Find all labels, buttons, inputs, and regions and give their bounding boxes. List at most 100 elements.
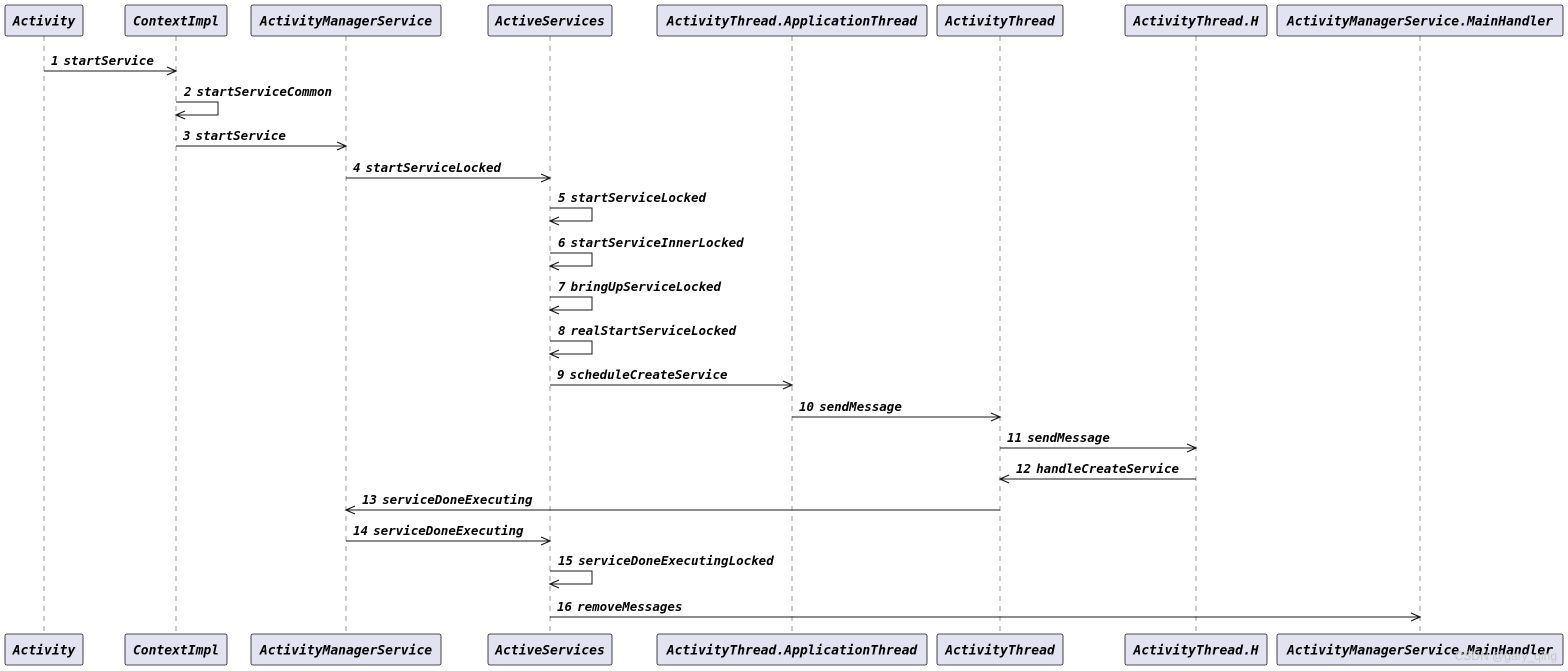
participant-label: ActiveServices [494, 644, 605, 659]
watermark-text: CSDN @gary_qing [1455, 649, 1557, 663]
arrowhead [540, 173, 552, 183]
arrowhead [166, 66, 178, 76]
message-label: realStartServiceLocked [571, 323, 737, 338]
message-number: 4 [353, 160, 361, 175]
participant-box [1276, 633, 1564, 666]
message-label: serviceDoneExecuting [373, 523, 524, 538]
message-number: 9 [557, 367, 565, 382]
message-label: startServiceLocked [571, 190, 707, 205]
arrowhead [548, 216, 560, 226]
participant-label: ActivityThread.H [1132, 15, 1258, 30]
participant-bottom-activitymanagerservice: ActivityManagerService [250, 633, 442, 666]
participant-box [1276, 4, 1564, 37]
participant-label: ActivityManagerService [259, 15, 432, 30]
participant-label: ContextImpl [133, 644, 219, 659]
message-label: serviceDoneExecutingLocked [578, 553, 774, 568]
participant-label: ActivityThread.ApplicationThread [666, 15, 919, 30]
message-label: serviceDoneExecuting [382, 492, 533, 507]
message-text: 1 startService [51, 53, 154, 68]
participant-bottom-activitythread-applicationthread: ActivityThread.ApplicationThread [656, 633, 928, 666]
participant-label: ActivityThread.ApplicationThread [666, 644, 919, 659]
message-label: bringUpServiceLocked [571, 279, 722, 294]
participant-box [936, 4, 1064, 37]
arrowhead [174, 110, 186, 120]
participant-bottom-activitymanagerservice-mainhandler: ActivityManagerService.MainHandler [1276, 633, 1564, 666]
message-text: 3 startService [182, 128, 286, 143]
participant-label: ActivityManagerService.MainHandler [1286, 15, 1553, 30]
message-text: 13 serviceDoneExecuting [362, 492, 533, 507]
participant-box [4, 4, 84, 37]
self-message-line [550, 296, 593, 311]
arrowhead [548, 349, 560, 359]
message-label: startService [64, 53, 155, 68]
message-13: 13 serviceDoneExecuting [344, 492, 1000, 515]
participants-bottom: Activity ContextImpl ActivityManagerServic… [4, 633, 1564, 666]
participant-box [124, 4, 228, 37]
participant-box [124, 633, 228, 666]
arrowhead [1186, 443, 1198, 453]
participant-label: Activity [12, 15, 76, 30]
message-number: 8 [558, 323, 566, 338]
message-label: removeMessages [577, 599, 682, 614]
participant-box [250, 633, 442, 666]
message-text: 9 scheduleCreateService [557, 367, 728, 382]
message-label: startService [196, 128, 287, 143]
participant-top-activity: Activity [4, 4, 84, 37]
participant-label: ActivityThread [944, 644, 1056, 659]
participant-box [4, 633, 84, 666]
participant-label: ActiveServices [494, 15, 605, 30]
message-1: 1 startService [44, 53, 178, 76]
participant-top-activitythread-h: ActivityThread.H [1124, 4, 1268, 37]
message-text: 11 sendMessage [1007, 430, 1110, 445]
participant-box [656, 633, 928, 666]
participant-box [1124, 4, 1268, 37]
message-number: 13 [362, 492, 377, 507]
participant-label: ActivityThread.H [1132, 644, 1258, 659]
message-3: 3 startService [176, 128, 348, 151]
message-number: 1 [51, 53, 59, 68]
arrowhead [1410, 612, 1422, 622]
message-label: startServiceCommon [197, 84, 332, 99]
arrowhead [990, 412, 1002, 422]
message-label: startServiceInnerLocked [571, 235, 745, 250]
participant-label: ActivityManagerService [259, 644, 432, 659]
self-message-line [176, 101, 219, 116]
message-label: handleCreateService [1036, 461, 1179, 476]
participant-box [487, 633, 613, 666]
message-label: scheduleCreateService [570, 367, 729, 382]
message-number: 16 [557, 599, 573, 614]
participant-bottom-activity: Activity [4, 633, 84, 666]
self-message-line [550, 340, 593, 355]
message-16: 16 removeMessages [550, 599, 1422, 622]
participant-box [936, 633, 1064, 666]
message-number: 3 [182, 128, 191, 143]
participant-top-activitythread-applicationthread: ActivityThread.ApplicationThread [656, 4, 928, 37]
self-message-line [550, 207, 593, 222]
arrowhead [540, 536, 552, 546]
message-11: 11 sendMessage [1000, 430, 1198, 453]
participant-bottom-contextimpl: ContextImpl [124, 633, 228, 666]
arrowhead [344, 505, 356, 515]
message-number: 11 [1007, 430, 1022, 445]
participant-top-activitymanagerservice-mainhandler: ActivityManagerService.MainHandler [1276, 4, 1564, 37]
message-number: 10 [799, 399, 814, 414]
arrowhead [998, 474, 1010, 484]
message-8: 8 realStartServiceLocked [548, 323, 737, 359]
message-text: 8 realStartServiceLocked [558, 323, 737, 338]
message-label: sendMessage [1027, 430, 1110, 445]
participant-box [1124, 633, 1268, 666]
